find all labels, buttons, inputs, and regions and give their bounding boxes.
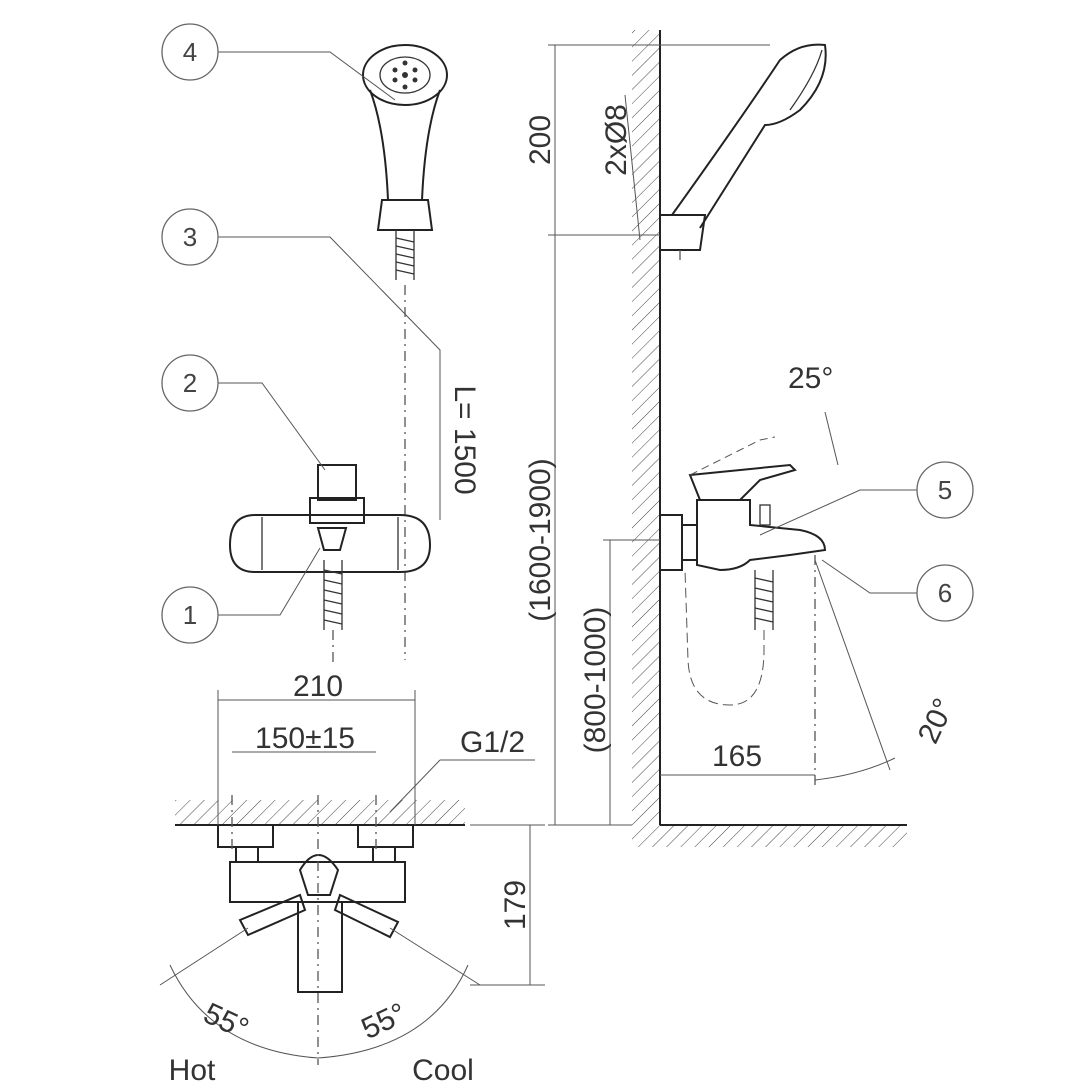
svg-text:6: 6 — [938, 578, 952, 608]
centers-label: 150±15 — [255, 722, 355, 755]
spout-projection-label: 165 — [712, 740, 762, 773]
callout-1: 1 — [161, 586, 219, 644]
mount-height-label: (1600-1900) — [524, 458, 557, 621]
wall — [632, 30, 907, 847]
hose-length-label: L= 1500 — [448, 385, 481, 494]
mixer-side — [659, 436, 891, 790]
svg-text:2: 2 — [183, 368, 197, 398]
cool-label: Cool — [412, 1054, 474, 1087]
hot-label: Hot — [169, 1054, 216, 1087]
callout-3: 3 — [161, 208, 219, 266]
overall-width-label: 210 — [293, 670, 343, 703]
svg-text:1: 1 — [183, 600, 197, 630]
leader-lines — [218, 51, 917, 616]
hand-shower-front — [362, 44, 448, 660]
callout-5: 5 — [916, 461, 974, 519]
mixer-front — [228, 464, 432, 665]
mixer-top — [217, 795, 414, 1065]
cool-angle-label: 55° — [356, 997, 411, 1046]
thread-label: G1/2 — [460, 726, 525, 759]
callout-6: 6 — [916, 564, 974, 622]
hot-angle-label: 55° — [198, 997, 253, 1046]
dimension-lines — [159, 44, 896, 1059]
mixer-height-label: (800-1000) — [579, 607, 612, 754]
svg-text:3: 3 — [183, 222, 197, 252]
spout-angle-label: 20° — [912, 693, 961, 748]
hand-shower-side — [659, 43, 827, 265]
callout-2: 2 — [161, 354, 219, 412]
head-height-label: 200 — [524, 115, 557, 165]
depth-label: 179 — [499, 880, 532, 930]
svg-text:5: 5 — [938, 475, 952, 505]
lever-angle-label: 25° — [788, 362, 833, 395]
holes-label: 2xØ8 — [600, 104, 633, 176]
callout-4: 4 — [161, 23, 219, 81]
svg-text:4: 4 — [183, 37, 197, 67]
